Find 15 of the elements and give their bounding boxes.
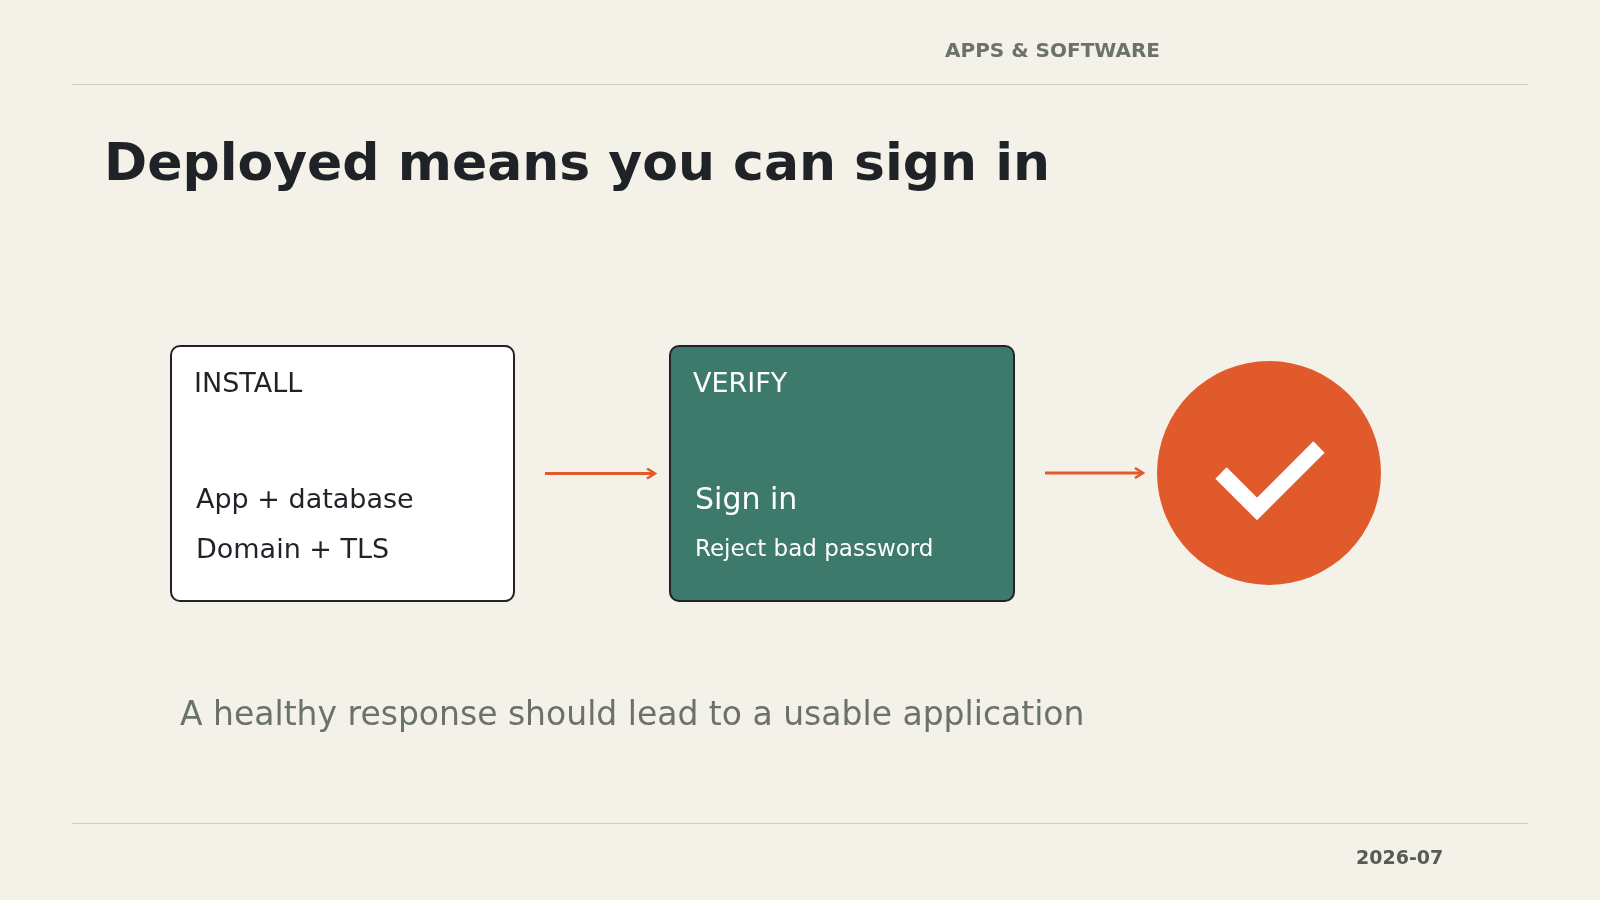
date-label: 2026-07	[1356, 846, 1444, 868]
step-item: Reject bad password	[695, 535, 934, 561]
step-item: Sign in	[695, 481, 798, 516]
step-box	[170, 345, 515, 602]
checkmark-circle	[1157, 361, 1381, 585]
subtitle-text: A healthy response should lead to a usable application	[180, 694, 1085, 733]
step-heading: INSTALL	[194, 367, 303, 398]
arrow	[1045, 466, 1145, 480]
section-label: APPS & SOFTWARE	[945, 38, 1160, 62]
step-item: App + database	[196, 483, 414, 514]
arrow	[545, 467, 657, 480]
step-item: Domain + TLS	[196, 533, 390, 564]
step-heading: VERIFY	[693, 367, 788, 398]
step-box	[669, 345, 1015, 602]
slide-title: Deployed means you can sign in	[104, 132, 1051, 192]
